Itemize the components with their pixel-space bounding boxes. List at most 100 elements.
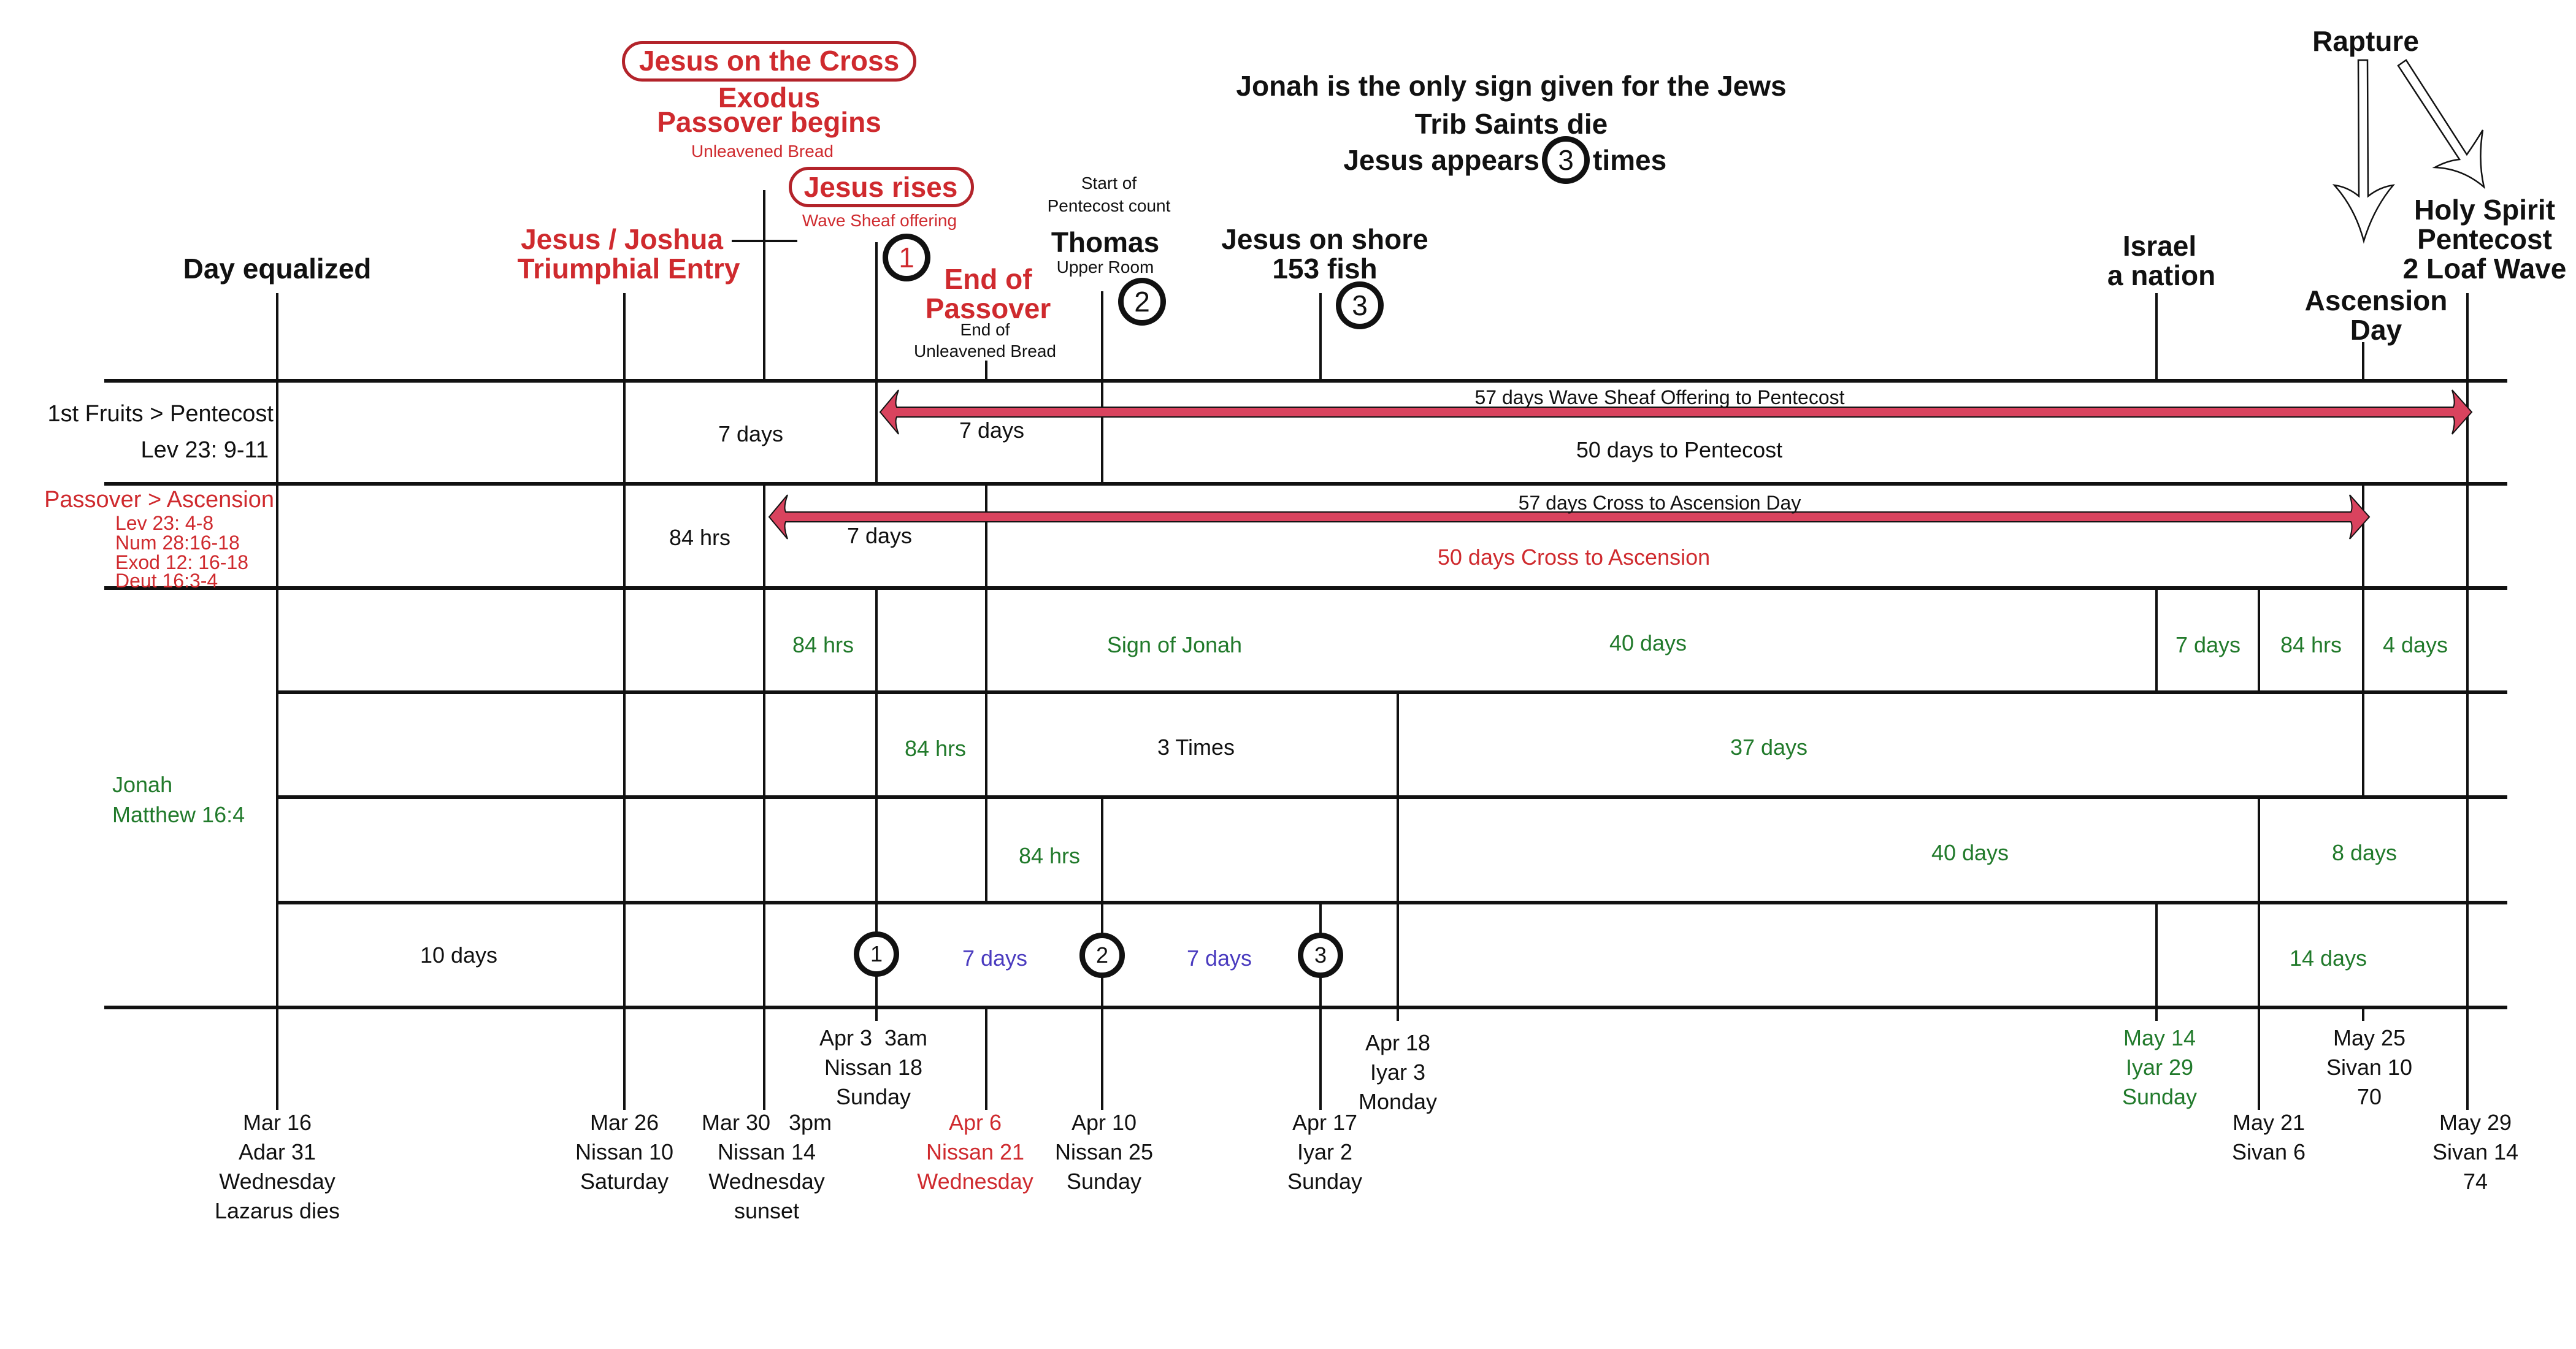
end-of-passover-line1: End of [944, 263, 1032, 295]
firstfruits-7-days-a: 7 days [718, 421, 784, 446]
date-apr10: Apr 10 Nissan 25 Sunday [1055, 1108, 1153, 1196]
passover-ref: Exod 12: 16-18 [115, 551, 249, 573]
date-line: Monday [1358, 1089, 1438, 1114]
end-of-passover-line2: Passover [925, 292, 1051, 324]
times-text: times [1593, 144, 1667, 176]
appearance-3-badge: 3 [1336, 281, 1384, 329]
date-line: Nissan 18 [824, 1055, 923, 1080]
153-fish-label: 153 fish [1272, 253, 1378, 285]
date-line: Mar 16 [242, 1110, 312, 1135]
date-line: Wednesday [708, 1169, 825, 1194]
jonah-sign-heading: Jonah is the only sign given for the Jew… [1236, 70, 1787, 102]
row4-37-days: 37 days [1730, 735, 1808, 760]
appears-count-badge: 3 [1542, 136, 1590, 184]
date-line: Nissan 10 [575, 1139, 674, 1164]
start-of-label: Start of [1081, 174, 1137, 193]
exodus-label: Exodus [718, 82, 821, 113]
date-line: sunset [734, 1198, 800, 1223]
date-may29: May 29 Sivan 14 74 [2432, 1108, 2518, 1196]
wave-sheaf-arrow-label: 57 days Wave Sheaf Offering to Pentecost [1474, 386, 1845, 408]
row3-84-hrs: 84 hrs [792, 632, 854, 657]
two-loaf-wave-label: 2 Loaf Wave [2402, 253, 2567, 285]
date-line: Mar 26 [589, 1110, 659, 1135]
date-apr18: Apr 18 Iyar 3 Monday [1359, 1028, 1437, 1117]
rises-pill-border [789, 167, 974, 207]
wave-sheaf-arrow [879, 389, 2473, 435]
date-line: Iyar 29 [2125, 1055, 2194, 1080]
date-line: May 29 [2439, 1110, 2512, 1135]
appearance-1-badge: 1 [883, 234, 930, 281]
row5-8-days: 8 days [2331, 840, 2398, 865]
date-line: Saturday [580, 1169, 669, 1194]
jesus-appears-text: Jesus appears [1343, 144, 1539, 176]
end-of-ub-line2: Unleavened Bread [914, 342, 1056, 361]
date-may25: May 25 Sivan 10 70 [2326, 1023, 2412, 1112]
firstfruits-row-ref: Lev 23: 9-11 [140, 437, 269, 463]
row6-7-days-b: 7 days [1186, 946, 1252, 971]
date-line: Sivan 10 [2326, 1055, 2413, 1080]
sign-of-jonah: Sign of Jonah [1106, 632, 1243, 657]
date-line: Sunday [1066, 1169, 1142, 1194]
date-line: Apr 6 [948, 1110, 1002, 1135]
date-line: 70 [2356, 1084, 2382, 1109]
three-times: 3 Times [1157, 735, 1235, 760]
pentecost-label: Pentecost [2417, 223, 2552, 255]
a-nation-label: a nation [2107, 259, 2216, 291]
row3-7-days: 7 days [2175, 632, 2241, 657]
rapture-arrow-diagonal [2397, 59, 2486, 189]
row6-appearance-3: 3 [1298, 933, 1343, 978]
firstfruits-row-title: 1st Fruits > Pentecost [47, 401, 274, 427]
column-dividers [276, 190, 2469, 1110]
triumphal-entry-line1: Jesus / Joshua [521, 223, 723, 255]
cross-pill-border [622, 41, 916, 82]
row3-84-hrs-b: 84 hrs [2280, 632, 2342, 657]
jesus-on-cross-label: Jesus on the Cross [638, 45, 900, 77]
row5-40-days: 40 days [1931, 840, 2009, 865]
passover-ref: Deut 16:3-4 [115, 570, 218, 592]
date-line: Adar 31 [238, 1139, 316, 1164]
date-line: Nissan 25 [1054, 1139, 1154, 1164]
ascension-day-label: Day [2350, 314, 2402, 346]
row5-84-hrs: 84 hrs [1018, 843, 1081, 868]
unleavened-bread-label: Unleavened Bread [691, 142, 834, 161]
date-apr17: Apr 17 Iyar 2 Sunday [1287, 1108, 1362, 1196]
row3-40-days: 40 days [1609, 630, 1687, 655]
fifty-days-ascension: 50 days Cross to Ascension [1437, 545, 1711, 570]
end-of-ub-line1: End of [960, 320, 1010, 339]
pentecost-count-label: Pentecost count [1047, 196, 1171, 215]
date-line: Apr 3 3am [819, 1025, 928, 1050]
date-mar30: Mar 30 3pm Nissan 14 Wednesday sunset [702, 1108, 832, 1226]
day-equalized-label: Day equalized [183, 253, 372, 285]
date-line: Apr 17 [1292, 1110, 1358, 1135]
passover-row-title: Passover > Ascension [44, 487, 274, 513]
row-dividers [104, 379, 2507, 1009]
date-line: Sunday [1287, 1169, 1363, 1194]
jonah-row-title: Jonah [112, 772, 173, 797]
row6-7-days-a: 7 days [962, 946, 1028, 971]
date-line: May 14 [2123, 1025, 2196, 1050]
date-line: Sunday [835, 1084, 911, 1109]
firstfruits-7-days-b: 7 days [959, 418, 1025, 443]
date-line: Mar 30 3pm [701, 1110, 832, 1135]
jesus-rises-label: Jesus rises [803, 171, 958, 203]
row6-10-days: 10 days [420, 942, 498, 968]
row6-appearance-2: 2 [1079, 933, 1125, 978]
date-may21: May 21 Sivan 6 [2232, 1108, 2306, 1167]
jonah-row-ref: Matthew 16:4 [112, 802, 245, 827]
passover-7-days: 7 days [846, 523, 913, 548]
passover-ref: Lev 23: 4-8 [115, 512, 214, 534]
rapture-arrow-down [2332, 59, 2396, 244]
rapture-label: Rapture [2312, 25, 2419, 57]
date-mar16: Mar 16 Adar 31 Wednesday Lazarus dies [215, 1108, 340, 1226]
cross-ascension-arrow [768, 494, 2371, 540]
holy-spirit-label: Holy Spirit [2413, 194, 2556, 226]
fifty-days-pentecost: 50 days to Pentecost [1576, 437, 1783, 462]
passover-ref: Num 28:16-18 [115, 532, 240, 554]
thomas-label: Thomas [1051, 226, 1160, 258]
date-line: May 21 [2232, 1110, 2306, 1135]
israel-label: Israel [2122, 230, 2197, 262]
date-line: Sivan 6 [2231, 1139, 2306, 1164]
row4-84-hrs: 84 hrs [904, 736, 967, 761]
trib-saints-heading: Trib Saints die [1414, 108, 1608, 140]
date-may14: May 14 Iyar 29 Sunday [2122, 1023, 2197, 1112]
